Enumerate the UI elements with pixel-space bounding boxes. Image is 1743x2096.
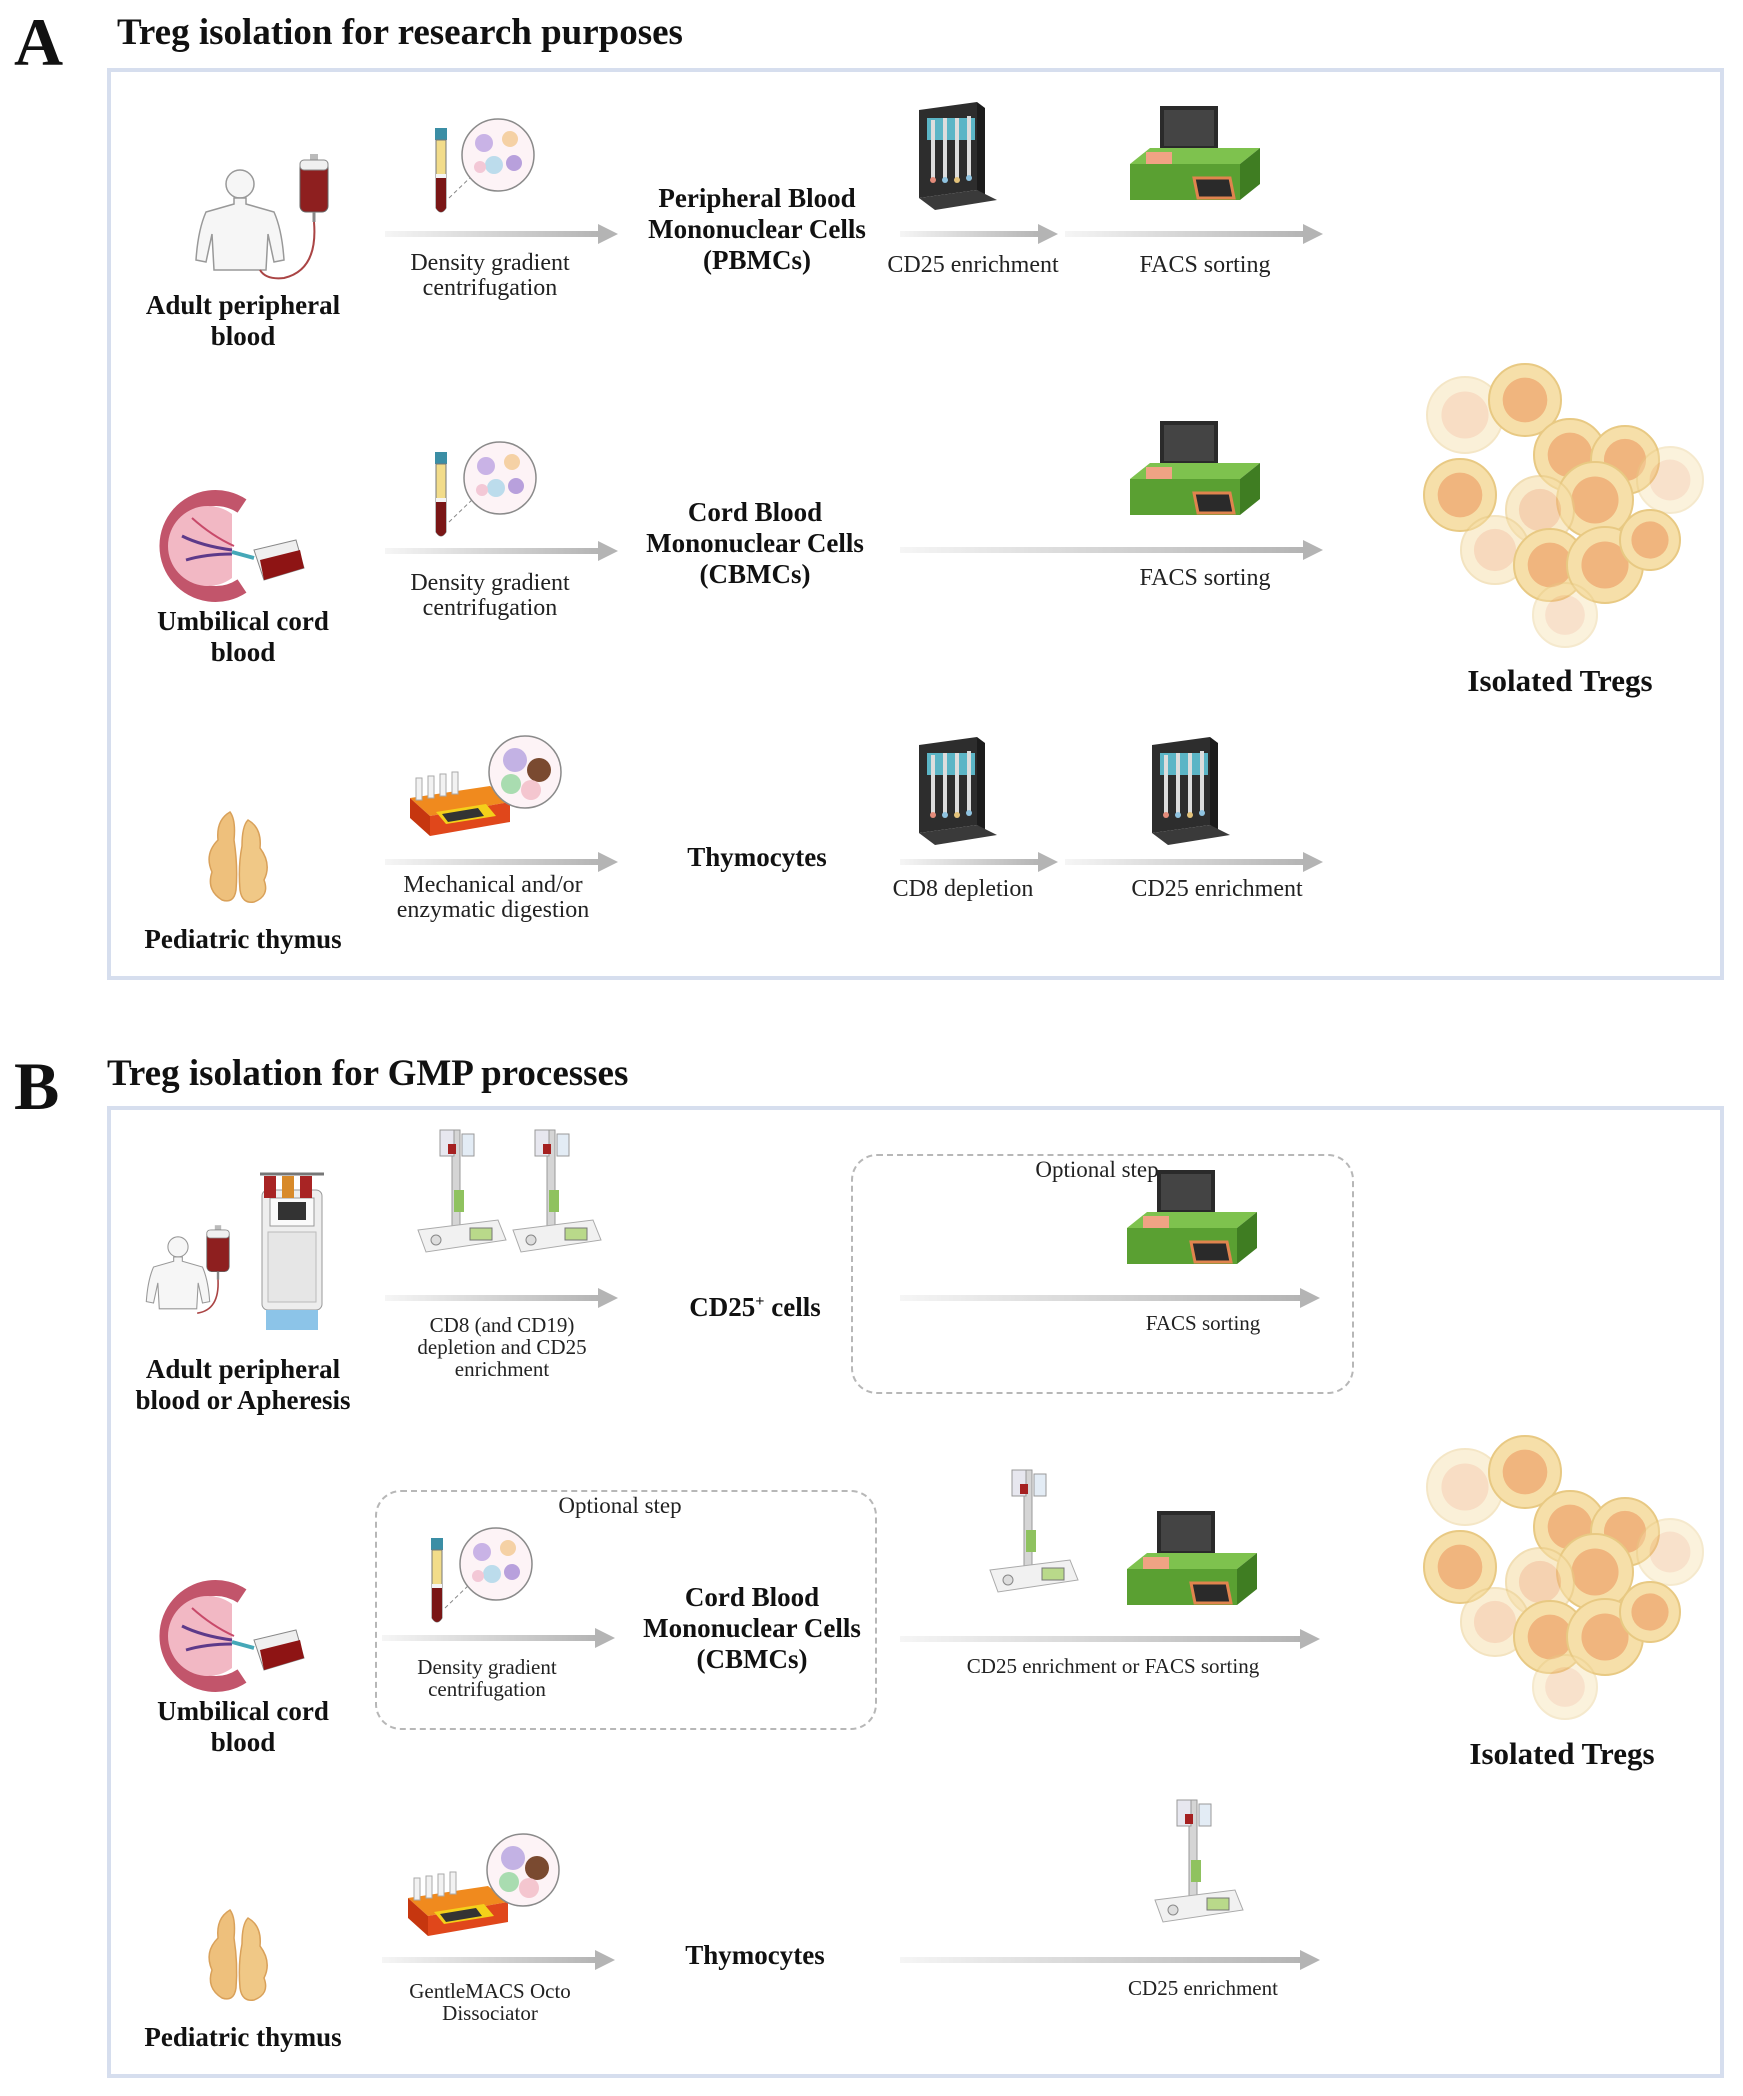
step-cd25-enrichment: CD25 enrichment bbox=[1128, 1976, 1278, 2000]
optional-step-box bbox=[375, 1490, 877, 1730]
blood-tube-icon bbox=[434, 127, 502, 213]
facs-sorter-icon bbox=[1125, 1168, 1259, 1266]
panel-b-frame bbox=[107, 1106, 1724, 2078]
blood-bag-icon bbox=[259, 152, 330, 280]
tissue-dissociator-icon bbox=[409, 771, 511, 837]
arrow bbox=[900, 224, 1058, 244]
facs-sorter-icon bbox=[1128, 419, 1262, 517]
arrow bbox=[900, 540, 1323, 560]
cells-magnified-icon bbox=[463, 441, 537, 515]
intermediate-cd25-cells: CD25+ cells bbox=[689, 1292, 821, 1322]
clinimacs-prodigy-icon bbox=[1154, 1799, 1244, 1923]
cells-magnified-icon bbox=[459, 1527, 533, 1601]
clinimacs-prodigy-icon bbox=[512, 1129, 602, 1253]
magnetic-separator-icon bbox=[917, 100, 999, 212]
isolated-tregs-cluster-icon bbox=[1423, 1435, 1704, 1720]
panel-a-letter: A bbox=[14, 4, 64, 80]
treg-cell bbox=[1426, 376, 1504, 454]
intermediate-thymocytes: Thymocytes bbox=[685, 1940, 825, 1970]
step-cd25-enrichment: CD25 enrichment bbox=[887, 252, 1059, 278]
treg-cell bbox=[1488, 1435, 1562, 1509]
cells-magnified-icon bbox=[461, 118, 535, 192]
step-facs-sorting: FACS sorting bbox=[1139, 252, 1271, 278]
arrow bbox=[385, 852, 618, 872]
treg-cell bbox=[1423, 1530, 1497, 1604]
step-facs-sorting: FACS sorting bbox=[1145, 1311, 1261, 1335]
treg-cell bbox=[1556, 461, 1634, 539]
umbilical-cord-placenta-icon bbox=[212, 1636, 213, 1637]
treg-cell bbox=[1636, 446, 1704, 514]
panel-a-frame bbox=[107, 68, 1724, 980]
source-pediatric-thymus: Pediatric thymus bbox=[144, 924, 342, 954]
arrow bbox=[385, 541, 618, 561]
treg-cell bbox=[1423, 458, 1497, 532]
arrow bbox=[900, 1950, 1320, 1970]
magnetic-separator-icon bbox=[917, 735, 999, 847]
arrow bbox=[900, 852, 1058, 872]
panel-b-title: Treg isolation for GMP processes bbox=[107, 1053, 629, 1094]
arrow bbox=[900, 1629, 1320, 1649]
magnetic-separator-icon bbox=[1150, 735, 1232, 847]
arrow bbox=[385, 224, 618, 244]
thymocytes-magnified-icon bbox=[488, 735, 562, 809]
arrow bbox=[1065, 852, 1323, 872]
source-pediatric-thymus: Pediatric thymus bbox=[144, 2022, 342, 2052]
arrow bbox=[900, 1288, 1320, 1308]
facs-sorter-icon bbox=[1128, 104, 1262, 202]
intermediate-thymocytes: Thymocytes bbox=[687, 842, 827, 872]
gentlemacs-dissociator-icon bbox=[407, 1871, 509, 1937]
human-body-icon bbox=[195, 169, 285, 271]
blood-tube-icon bbox=[434, 451, 502, 537]
umbilical-cord-placenta-icon bbox=[212, 546, 213, 547]
treg-cell bbox=[1426, 1448, 1504, 1526]
treg-cell bbox=[1513, 1600, 1587, 1674]
blood-bag-icon bbox=[197, 1223, 231, 1314]
treg-cell bbox=[1619, 1581, 1681, 1643]
arrow bbox=[382, 1950, 615, 1970]
blood-tube-icon bbox=[430, 1537, 498, 1623]
clinimacs-prodigy-icon bbox=[417, 1129, 507, 1253]
arrow bbox=[385, 1288, 618, 1308]
arrow bbox=[382, 1628, 615, 1648]
apheresis-machine-icon bbox=[258, 1172, 326, 1332]
isolated-tregs-cluster-icon bbox=[1423, 363, 1704, 648]
human-body-icon bbox=[145, 1236, 211, 1310]
treg-cell bbox=[1532, 582, 1598, 648]
clinimacs-prodigy-icon bbox=[989, 1469, 1079, 1593]
treg-cell bbox=[1532, 1654, 1598, 1720]
arrow bbox=[1065, 224, 1323, 244]
thymocytes-magnified-icon bbox=[486, 1833, 560, 1907]
step-cd8-depletion: CD8 depletion bbox=[892, 876, 1034, 902]
facs-sorter-icon bbox=[1125, 1509, 1259, 1607]
treg-cell bbox=[1636, 1518, 1704, 1586]
treg-cell bbox=[1460, 515, 1530, 585]
panel-a-title: Treg isolation for research purposes bbox=[117, 12, 683, 53]
step-facs-sorting: FACS sorting bbox=[1139, 565, 1271, 591]
treg-cell bbox=[1488, 363, 1562, 437]
result-isolated-tregs: Isolated Tregs bbox=[1467, 663, 1653, 698]
optional-step-box bbox=[851, 1154, 1354, 1394]
step-cd25-enrichment: CD25 enrichment bbox=[1131, 876, 1303, 902]
panel-b-letter: B bbox=[14, 1048, 60, 1124]
optional-step-label: Optional step bbox=[558, 1493, 682, 1518]
result-isolated-tregs: Isolated Tregs bbox=[1469, 1736, 1655, 1771]
optional-step-label: Optional step bbox=[1035, 1157, 1159, 1182]
thymus-icon bbox=[208, 1909, 268, 2001]
treg-cell bbox=[1619, 509, 1681, 571]
step-cd25-enrichment-or-facs: CD25 enrichment or FACS sorting bbox=[966, 1654, 1260, 1678]
thymus-icon bbox=[208, 811, 268, 903]
